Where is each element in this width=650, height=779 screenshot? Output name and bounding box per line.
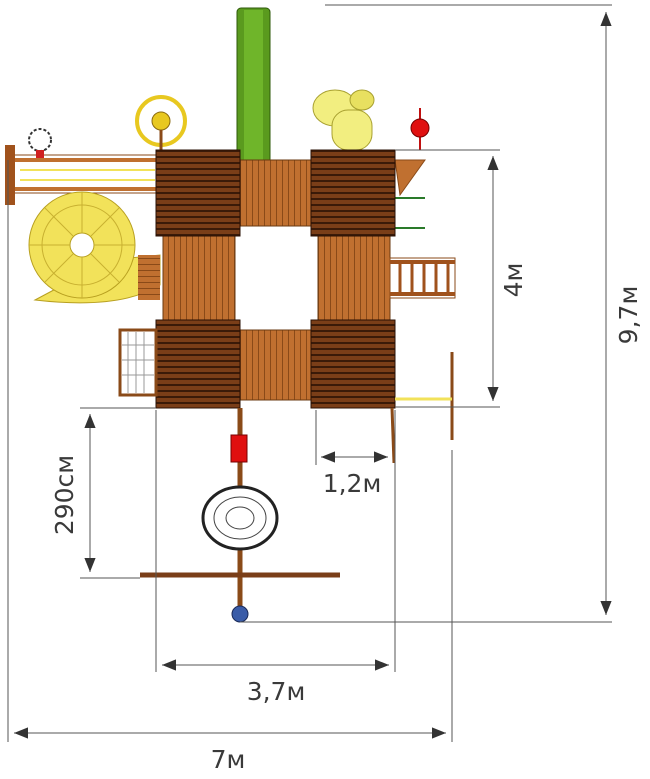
climbing-net xyxy=(118,328,158,397)
tower-width-label: 3,7м xyxy=(247,677,306,706)
tower-depth-label: 4м xyxy=(499,263,528,298)
steering-wheel-icon xyxy=(135,95,187,150)
bridge-width-label: 1,2м xyxy=(323,469,382,498)
blue-ball xyxy=(231,605,249,623)
deck-bottom-right xyxy=(310,319,396,409)
deck-top-right xyxy=(310,149,396,237)
telescope-icon xyxy=(28,128,52,158)
spiral-slide xyxy=(28,191,161,304)
dimension-lines xyxy=(7,4,612,742)
bottom-bridge xyxy=(239,329,312,401)
total-length-label: 9,7м xyxy=(614,286,643,345)
red-steering-wheel-icon xyxy=(410,108,430,150)
top-bridge xyxy=(239,159,312,227)
right-ladder xyxy=(389,257,456,299)
nest-swing xyxy=(201,485,279,551)
swing-set xyxy=(140,408,340,623)
deck-top-left xyxy=(155,149,241,237)
left-tower-roof xyxy=(162,234,236,322)
tube-slide xyxy=(312,89,375,151)
swing-clearance-label: 290см xyxy=(50,455,79,535)
right-tower-roof xyxy=(317,234,391,322)
red-swing xyxy=(230,434,248,463)
deck-bottom-left xyxy=(155,319,241,409)
total-width-label: 7м xyxy=(211,745,246,774)
left-ladder xyxy=(5,145,159,205)
